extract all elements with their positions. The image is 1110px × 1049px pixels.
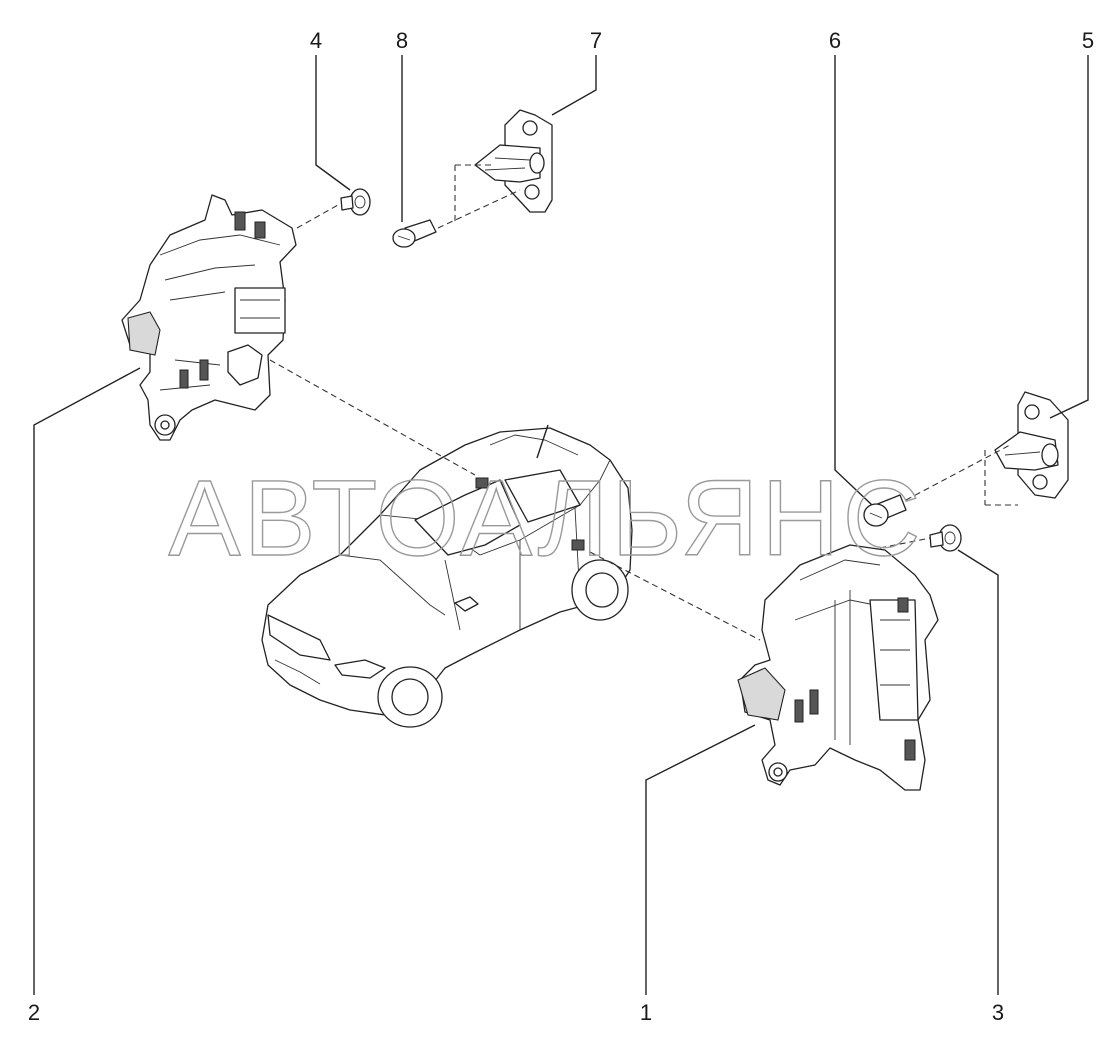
callout-3: 3 (992, 1000, 1004, 1025)
callout-8: 8 (396, 28, 408, 53)
leader-lines (33, 55, 1089, 995)
callout-7: 7 (590, 28, 602, 53)
car-illustration (261, 427, 633, 728)
callout-4: 4 (310, 28, 322, 53)
bolt-part-8 (392, 219, 437, 248)
striker-plate-part-7 (474, 109, 553, 213)
callout-2: 2 (28, 1000, 40, 1025)
striker-plate-part-5 (994, 391, 1069, 499)
door-lock-left (121, 194, 297, 441)
assembly-lines (269, 164, 1018, 641)
screw-part-3 (929, 524, 962, 552)
callout-5: 5 (1082, 28, 1094, 53)
callout-6: 6 (829, 28, 841, 53)
callout-1: 1 (640, 1000, 652, 1025)
screw-part-4 (340, 188, 371, 216)
door-lock-right (737, 544, 939, 791)
watermark: АВТОАЛЬЯНС (169, 457, 924, 578)
bolt-part-6 (863, 494, 907, 527)
